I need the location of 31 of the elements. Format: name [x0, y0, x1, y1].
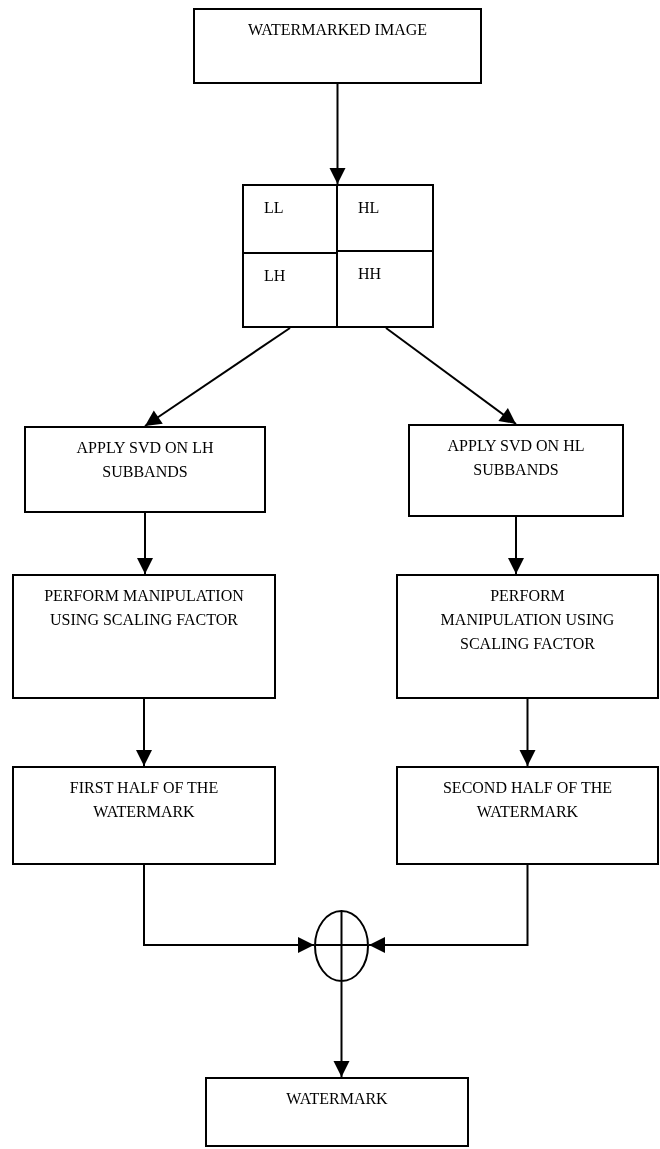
box-label: APPLY SVD ON LH SUBBANDS [75, 438, 215, 482]
process-box [396, 574, 659, 699]
arrow [329, 83, 346, 185]
subband-label: LL [263, 198, 284, 218]
box-label: PERFORM MANIPULATION USING SCALING FACTOR [439, 586, 616, 654]
arrow [385, 327, 517, 425]
process-box [396, 766, 659, 865]
process-box [193, 8, 482, 84]
process-box [12, 766, 276, 865]
arrow [368, 864, 529, 953]
box-label: WATERMARKED IMAGE [246, 20, 429, 40]
subband-grid [242, 184, 434, 328]
process-box [24, 426, 266, 513]
box-label: PERFORM MANIPULATION USING SCALING FACTOR [43, 586, 245, 630]
arrow [136, 698, 152, 767]
arrow [143, 864, 315, 953]
subband-label: HL [357, 198, 380, 218]
box-label: WATERMARK [285, 1089, 389, 1109]
arrow [333, 981, 350, 1078]
arrow [137, 512, 153, 575]
process-box [12, 574, 276, 699]
arrow [144, 327, 291, 427]
arrow [519, 698, 536, 767]
subband-label: HH [357, 264, 382, 284]
box-label: SECOND HALF OF THE WATERMARK [441, 778, 614, 822]
process-box [408, 424, 624, 517]
subband-label: LH [263, 266, 286, 286]
box-label: FIRST HALF OF THE WATERMARK [68, 778, 220, 822]
arrow [508, 516, 524, 575]
process-box [205, 1077, 469, 1147]
box-label: APPLY SVD ON HL SUBBANDS [446, 436, 586, 480]
